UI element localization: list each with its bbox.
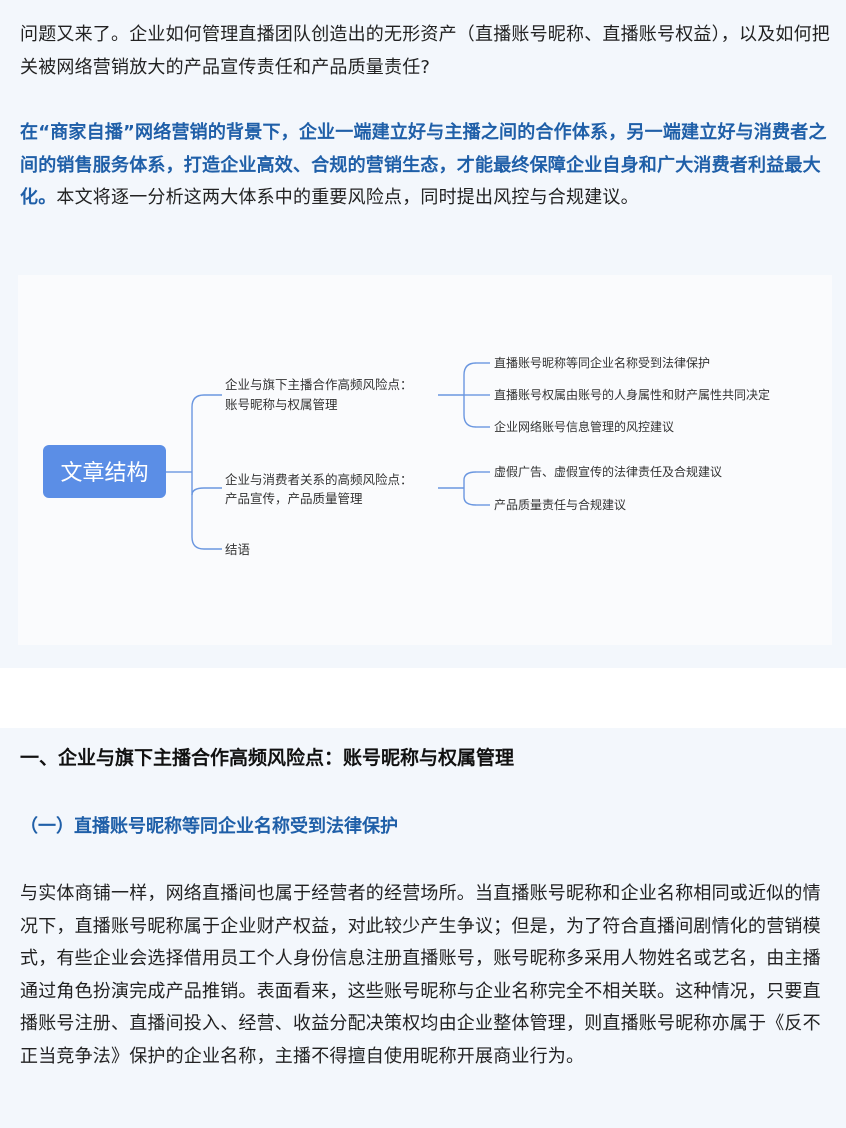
leaf-1-3: 企业网络账号信息管理的风控建议: [494, 419, 674, 434]
section-subheading: （一）直播账号昵称等同企业名称受到法律保护: [20, 816, 398, 837]
mindmap-svg: 文章结构 企业与旗下主播合作高频风险点： 账号昵称与权属管理 企业与消费者关系的…: [43, 355, 770, 557]
intro-paragraph-1: 问题又来了。企业如何管理直播团队创造出的无形资产（直播账号昵称、直播账号权益），…: [20, 24, 830, 78]
section-1: 一、企业与旗下主播合作高频风险点：账号昵称与权属管理 （一）直播账号昵称等同企业…: [0, 728, 846, 1128]
intro-paragraph-2-rest: 本文将逐一分析这两大体系中的重要风险点，同时提出风控与合规建议。: [56, 187, 639, 208]
section-divider: [0, 668, 846, 728]
leaf-2-2: 产品质量责任与合规建议: [494, 497, 626, 512]
root-node: [43, 445, 166, 498]
leaf-1-1: 直播账号昵称等同企业名称受到法律保护: [494, 355, 710, 370]
intro-section: 问题又来了。企业如何管理直播团队创造出的无形资产（直播账号昵称、直播账号权益），…: [18, 24, 835, 645]
branch-2-label-line1: 企业与消费者关系的高频风险点：: [225, 472, 413, 487]
leaf-1-2: 直播账号权属由账号的人身属性和财产属性共同决定: [494, 387, 770, 402]
intro-paragraph-2: 在“商家自播”网络营销的背景下，企业一端建立好与主播之间的合作体系，另一端建立好…: [20, 117, 835, 215]
branch-1-label-line2: 账号昵称与权属管理: [225, 397, 338, 412]
mindmap-figure: 文章结构 企业与旗下主播合作高频风险点： 账号昵称与权属管理 企业与消费者关系的…: [18, 275, 832, 645]
branch-3-label: 结语: [225, 542, 250, 557]
root-label: 文章结构: [60, 461, 148, 486]
branch-2-label-line2: 产品宣传，产品质量管理: [225, 491, 363, 506]
section-heading: 一、企业与旗下主播合作高频风险点：账号昵称与权属管理: [20, 747, 515, 769]
branch-1-label-line1: 企业与旗下主播合作高频风险点：: [225, 377, 413, 392]
leaf-2-1: 虚假广告、虚假宣传的法律责任及合规建议: [494, 464, 722, 479]
section-body: 与实体商铺一样，网络直播间也属于经营者的经营场所。当直播账号昵称和企业名称相同或…: [20, 883, 821, 1067]
highlight-text: 在“商家自播”网络营销的背景下，企业一端建立好与主播之间的合作体系，另一端建立好…: [20, 122, 827, 208]
